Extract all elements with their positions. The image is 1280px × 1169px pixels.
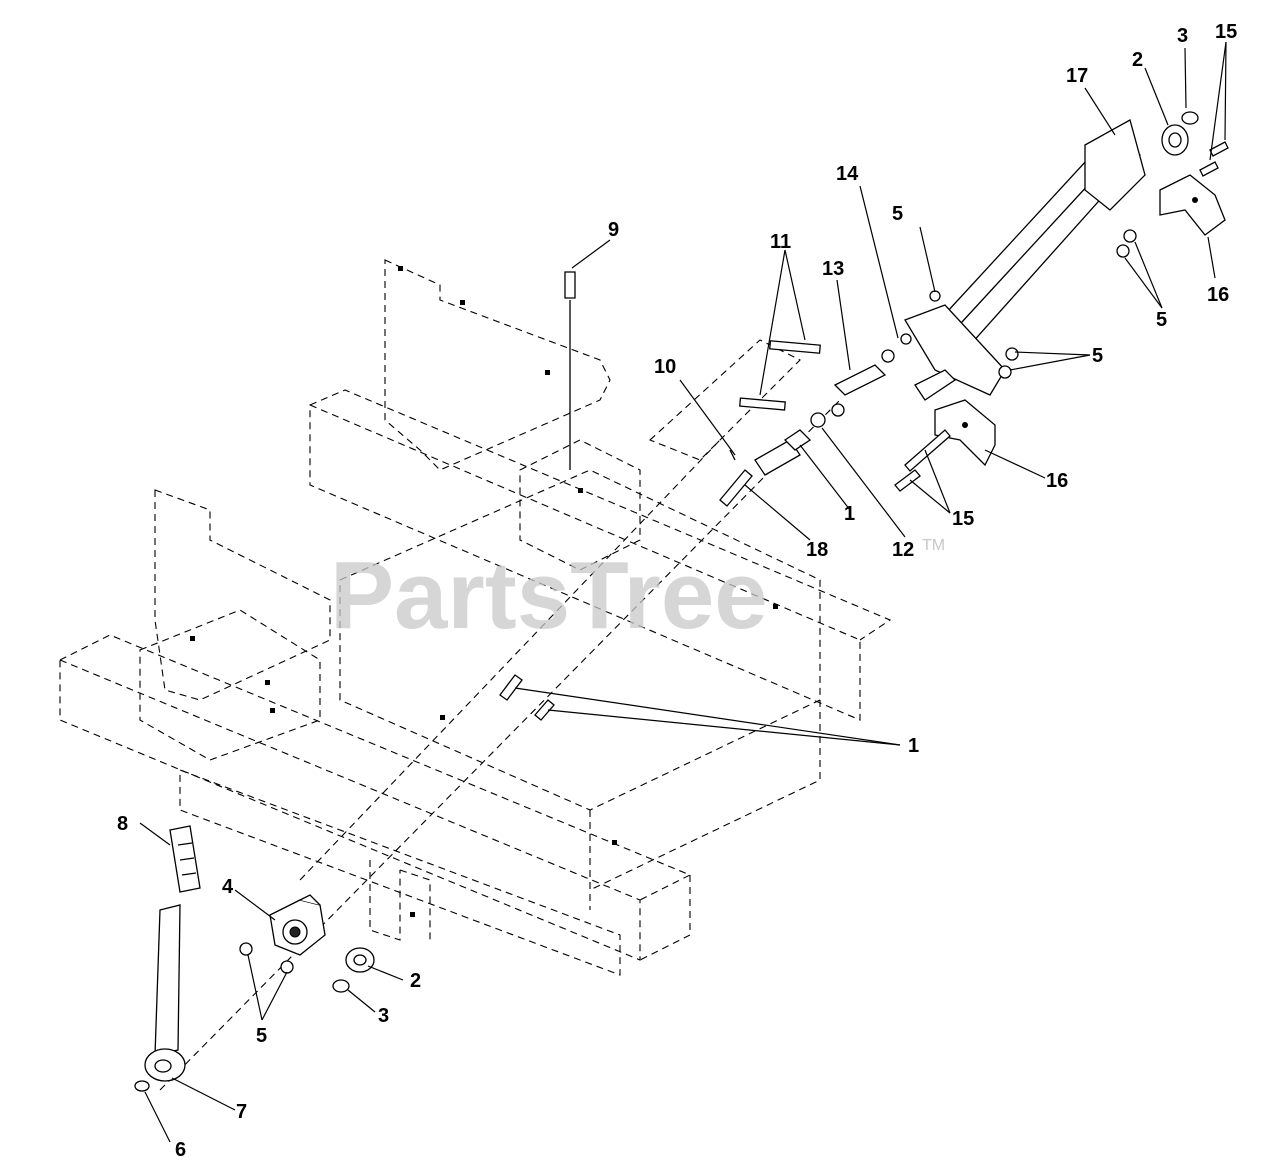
washers-part-12-14: [810, 349, 895, 428]
callout-4: 4: [222, 876, 234, 898]
callout-16-lower: 16: [1046, 470, 1068, 492]
linkage-part-10-18: [719, 429, 812, 507]
callout-15-lower: 15: [952, 508, 974, 530]
callout-5-middle: 5: [1092, 345, 1103, 367]
callout-5-upper-left: 5: [892, 203, 903, 225]
flange-bearing-part-4: [269, 894, 326, 956]
callout-9: 9: [608, 219, 619, 241]
callout-17: 17: [1066, 65, 1088, 87]
callout-3-lower: 3: [378, 1005, 389, 1027]
callout-18: 18: [806, 539, 828, 561]
callout-13: 13: [822, 258, 844, 280]
callout-12: 12: [892, 539, 914, 561]
bolts-part-15-top: [1199, 141, 1229, 177]
retaining-ring-part-3-lower: [332, 979, 350, 993]
callout-2-lower: 2: [410, 970, 421, 992]
nuts-part-5-upper: [900, 229, 1137, 379]
callout-1-upper: 1: [844, 503, 855, 525]
mower-frame: [59, 259, 892, 1091]
callout-2-top: 2: [1132, 49, 1143, 71]
callout-6: 6: [175, 1139, 186, 1161]
callout-10: 10: [654, 356, 676, 378]
callout-3-top: 3: [1177, 25, 1188, 47]
partstree-watermark: PartsTree TM: [330, 537, 945, 649]
bushing-part-2-lower: [345, 947, 375, 973]
callout-5-upper-right: 5: [1156, 309, 1167, 331]
washer-part-6: [134, 1080, 150, 1092]
spring-pin-part-9: [564, 271, 576, 470]
callout-15-top: 15: [1215, 21, 1237, 43]
watermark-trademark: TM: [922, 537, 945, 554]
bracket-part-16-top: [1159, 174, 1226, 236]
bushing-part-2-top: [1161, 124, 1189, 156]
callout-labels: 3 15 2 17 14 9 5 11 13 16 5 5 10 16 1 15…: [117, 21, 1237, 1161]
retaining-ring-part-3-top: [1181, 111, 1199, 125]
watermark-text: PartsTree: [330, 542, 768, 649]
callout-1-lower: 1: [908, 735, 919, 757]
leader-lines: [139, 41, 1227, 1143]
bolts-part-15-lower: [894, 429, 951, 492]
callout-8: 8: [117, 813, 128, 835]
bolts-part-1-lower: [499, 674, 555, 721]
callout-7: 7: [236, 1101, 247, 1123]
handle-grip-part-8: [169, 825, 201, 893]
pins-part-11: [739, 340, 821, 411]
callout-11: 11: [770, 231, 791, 253]
cross-shaft-part-17: [904, 119, 1146, 401]
callout-5-lower: 5: [256, 1025, 267, 1047]
lever-part-7: [144, 904, 186, 1082]
link-part-13: [833, 364, 887, 396]
callout-16-top: 16: [1207, 284, 1229, 306]
callout-14: 14: [836, 163, 859, 185]
